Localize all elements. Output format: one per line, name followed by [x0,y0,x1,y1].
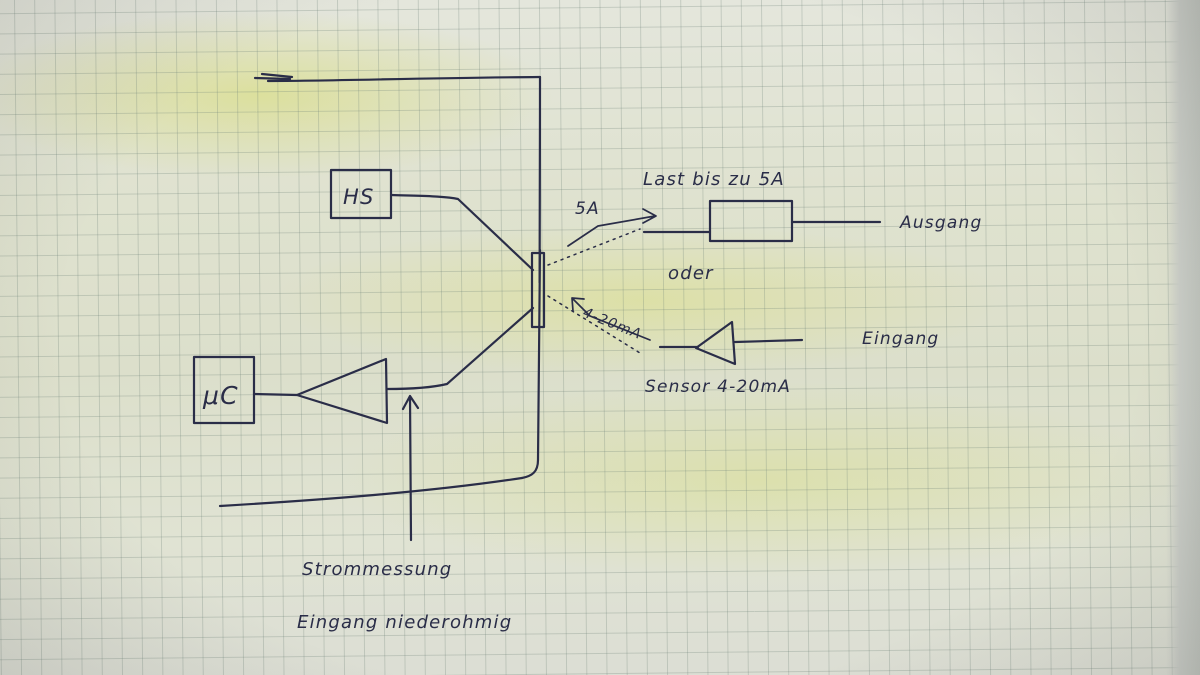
current-5a-label: 5A [575,199,600,219]
measurement-label: Strommessung [302,559,452,580]
or-label: oder [668,263,714,284]
top-wire [253,72,542,83]
output-dotted-link [547,228,641,266]
sensor-wire-right [733,338,804,344]
mc-amp-wire [252,392,299,397]
sensor-triangle [694,320,737,366]
amp-connector-wire [385,306,535,391]
load-resistor [708,199,794,243]
mc-label: μC [202,381,239,410]
connector-block [530,251,546,329]
output-label: Ausgang [899,213,982,233]
load-label: Last bis zu 5A [643,169,785,190]
paper-edge [1166,0,1200,675]
bottom-wire [218,476,524,508]
measurement-arrow [401,394,420,542]
housing-right-wire [520,75,542,480]
hs-wire [389,193,535,272]
sensor-label: Sensor 4-20mA [645,377,791,397]
amplifier-triangle [295,357,389,425]
input-low-impedance-label: Eingang niederohmig [297,612,512,633]
current-420-label: 4-20mA [581,305,645,343]
input-arrow-420 [571,297,651,341]
output-arrow-5a [567,208,657,247]
input-label: Eingang [862,329,939,349]
mc-box [192,355,256,425]
hs-label: HS [343,185,375,209]
